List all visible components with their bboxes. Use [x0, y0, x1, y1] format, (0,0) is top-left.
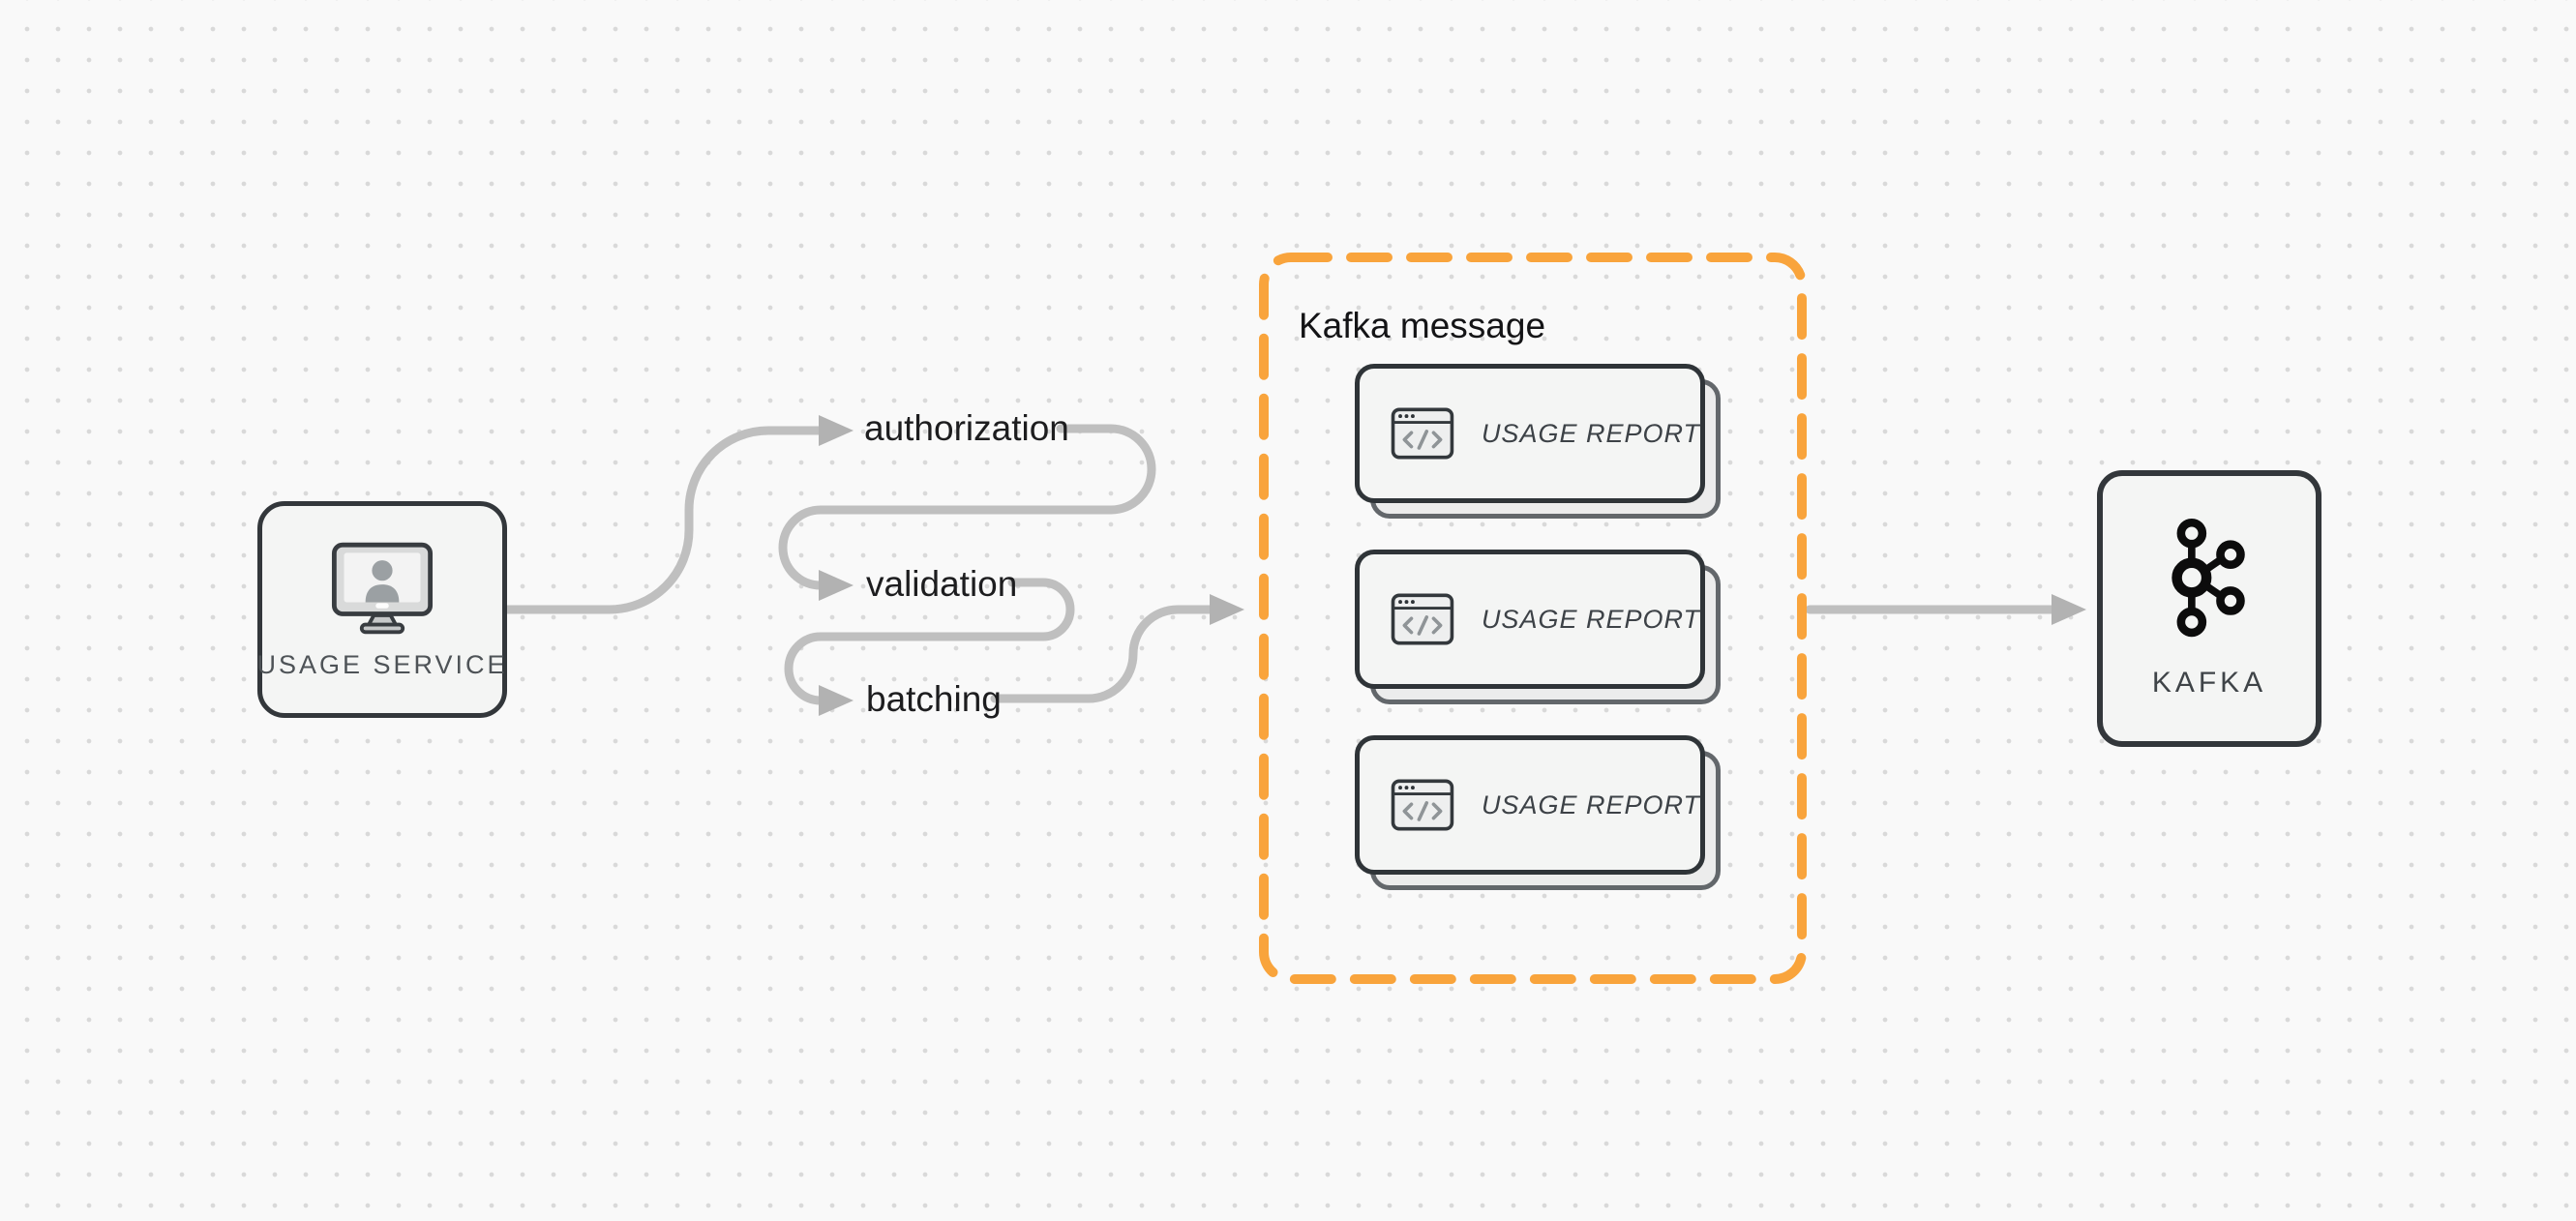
kafka-logo-icon [2172, 518, 2245, 638]
connector-authorization-to-validation [778, 424, 1156, 601]
flow-step-authorization: authorization [864, 408, 1069, 448]
usage-report-label: USAGE REPORT [1481, 789, 1700, 819]
connector-validation-to-batching [784, 578, 1075, 716]
code-window-icon [1391, 779, 1454, 831]
usage-report-label: USAGE REPORT [1481, 604, 1700, 634]
code-window-icon [1391, 407, 1454, 460]
usage-service-node: USAGE SERVICE [256, 501, 508, 718]
kafka-message-group-title: Kafka message [1299, 306, 1546, 345]
code-window-icon [1391, 593, 1454, 645]
usage-report-card: USAGE REPORT [1355, 550, 1721, 704]
connector-usage-service-to-authorization [502, 415, 854, 614]
kafka-node: KAFKA [2097, 470, 2321, 747]
usage-report-card: USAGE REPORT [1355, 364, 1721, 519]
usage-service-label: USAGE SERVICE [256, 649, 508, 679]
flow-step-batching: batching [866, 679, 1002, 719]
usage-report-card: USAGE REPORT [1355, 735, 1721, 890]
card-face: USAGE REPORT [1355, 364, 1705, 503]
kafka-message-group-border [1259, 253, 1807, 984]
usage-report-label: USAGE REPORT [1481, 418, 1700, 448]
card-face: USAGE REPORT [1355, 735, 1705, 875]
monitor-user-icon [331, 542, 434, 634]
card-face: USAGE REPORT [1355, 550, 1705, 689]
flow-step-validation: validation [866, 564, 1018, 604]
connector-batching-to-kafka-message [990, 594, 1244, 703]
kafka-label: KAFKA [2151, 667, 2267, 699]
